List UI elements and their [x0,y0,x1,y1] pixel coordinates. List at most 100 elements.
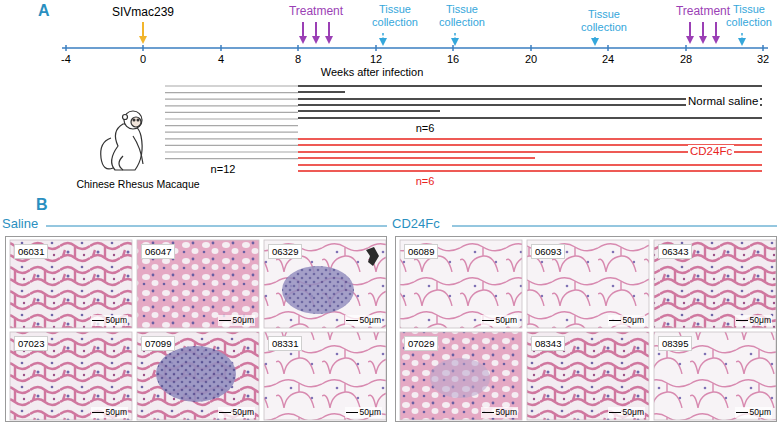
treatment-arrow [328,22,330,40]
animal-line [298,138,762,139]
animal-line [165,151,298,152]
group-size: n=12 [211,163,236,176]
animal-line [165,138,298,139]
monkey-arm [133,136,143,164]
collection-arrow [454,33,456,42]
treatment-arrow [315,22,317,40]
panel-letter: B [36,196,48,214]
scale-bar-label: 50μm [218,315,255,326]
histology-image [654,332,776,420]
histology-tile: 07029 50μm [400,332,522,420]
sample-id: 06047 [141,244,175,259]
monkey-tail [101,138,113,169]
scale-bar-label: 50μm [608,315,645,326]
histology-tile: 0609350μm [527,240,649,328]
heading-rule [46,226,387,227]
monkey-eye [133,119,135,121]
scale-bar-label: 50μm [91,407,128,418]
animal-line [298,170,762,171]
collection-label: Tissue collection [431,3,493,29]
monkey-face [131,117,141,127]
animal-line [165,112,298,113]
monkey-eye [137,119,139,121]
monkey-icon [101,111,143,170]
cd24fc-lines [298,139,762,171]
histology-image [400,240,522,328]
group-label: CD24Fc [688,145,734,158]
collection-arrow [382,33,384,42]
tick-label: 16 [447,53,459,66]
animal-line [298,85,762,86]
histology-image [10,240,132,328]
treatment-label: Treatment [289,5,343,19]
animal-label: Chinese Rhesus Macaque [76,178,199,190]
histology-tile: 0603150μm [10,240,132,328]
panel-heading: Saline [2,216,38,231]
collection-arrow [594,37,596,42]
axis-line [62,47,768,49]
collection-label: Tissue collection [364,3,426,29]
collection-arrow [741,33,743,42]
sample-id: 08331 [268,336,302,351]
treatment-arrow [702,22,704,40]
histology-tile: 0632950μm [264,240,386,328]
tick-label: 8 [295,53,301,66]
animal-line [165,92,298,93]
sample-id: 07029 [404,336,438,351]
histology-image [527,332,649,420]
histology-image [654,240,776,328]
axis-tick [685,45,687,51]
histology-tile: 08331 50μm [264,332,386,420]
histology-tile: 08395 50μm [654,332,776,420]
histology-image [137,332,259,420]
panel-heading: CD24Fc [392,216,440,231]
histology-tile: 06047 50μm [137,240,259,328]
animal-line [298,157,535,158]
axis-tick [762,45,764,51]
animal-line [165,132,298,133]
animal-line [298,91,345,92]
histology-image [527,240,649,328]
histology-image [137,240,259,328]
sample-id: 08395 [658,336,692,351]
treatment-arrow [689,22,691,40]
animal-line [165,145,298,146]
histology-image [10,332,132,420]
treatment-arrow [302,22,304,40]
tick-label: 12 [370,53,382,66]
histology-image [400,332,522,420]
axis-tick [142,45,144,51]
infiltrate-area [156,346,236,402]
scale-bar-label: 50μm [345,315,382,326]
sample-id: 07099 [141,336,175,351]
animal-line [165,158,298,159]
group-size: n=6 [416,175,435,188]
scale-bar-label: 50μm [481,407,518,418]
histology-tile: 0834350μm [527,332,649,420]
saline-lines [298,86,762,118]
axis-tick [452,45,454,51]
axis-title: Weeks after infection [321,66,424,79]
monkey-head [124,111,142,129]
histology-tile: 0709950μm [137,332,259,420]
animal-line [165,125,298,126]
time-axis [62,45,768,51]
scale-bar-label: 50μm [345,407,382,418]
axis-tick [220,45,222,51]
scale-bar-label: 50μm [91,315,128,326]
collection-arrows [383,33,742,42]
sample-id: 06343 [658,244,692,259]
animal-line [165,105,298,106]
animal-line [298,117,762,118]
tick-label: 28 [680,53,692,66]
histology-image [264,240,386,328]
tick-label: 32 [757,53,769,66]
treatment-arrows [303,22,716,40]
scale-bar-label: 50μm [735,407,772,418]
infiltrate-area [430,358,490,398]
axis-tick [375,45,377,51]
event-label: SIVmac239 [112,6,174,20]
histology-image [264,332,386,420]
animal-line [298,164,762,165]
image-panel: Saline0603150μm0604750μm0632950μm0702350… [5,236,387,422]
